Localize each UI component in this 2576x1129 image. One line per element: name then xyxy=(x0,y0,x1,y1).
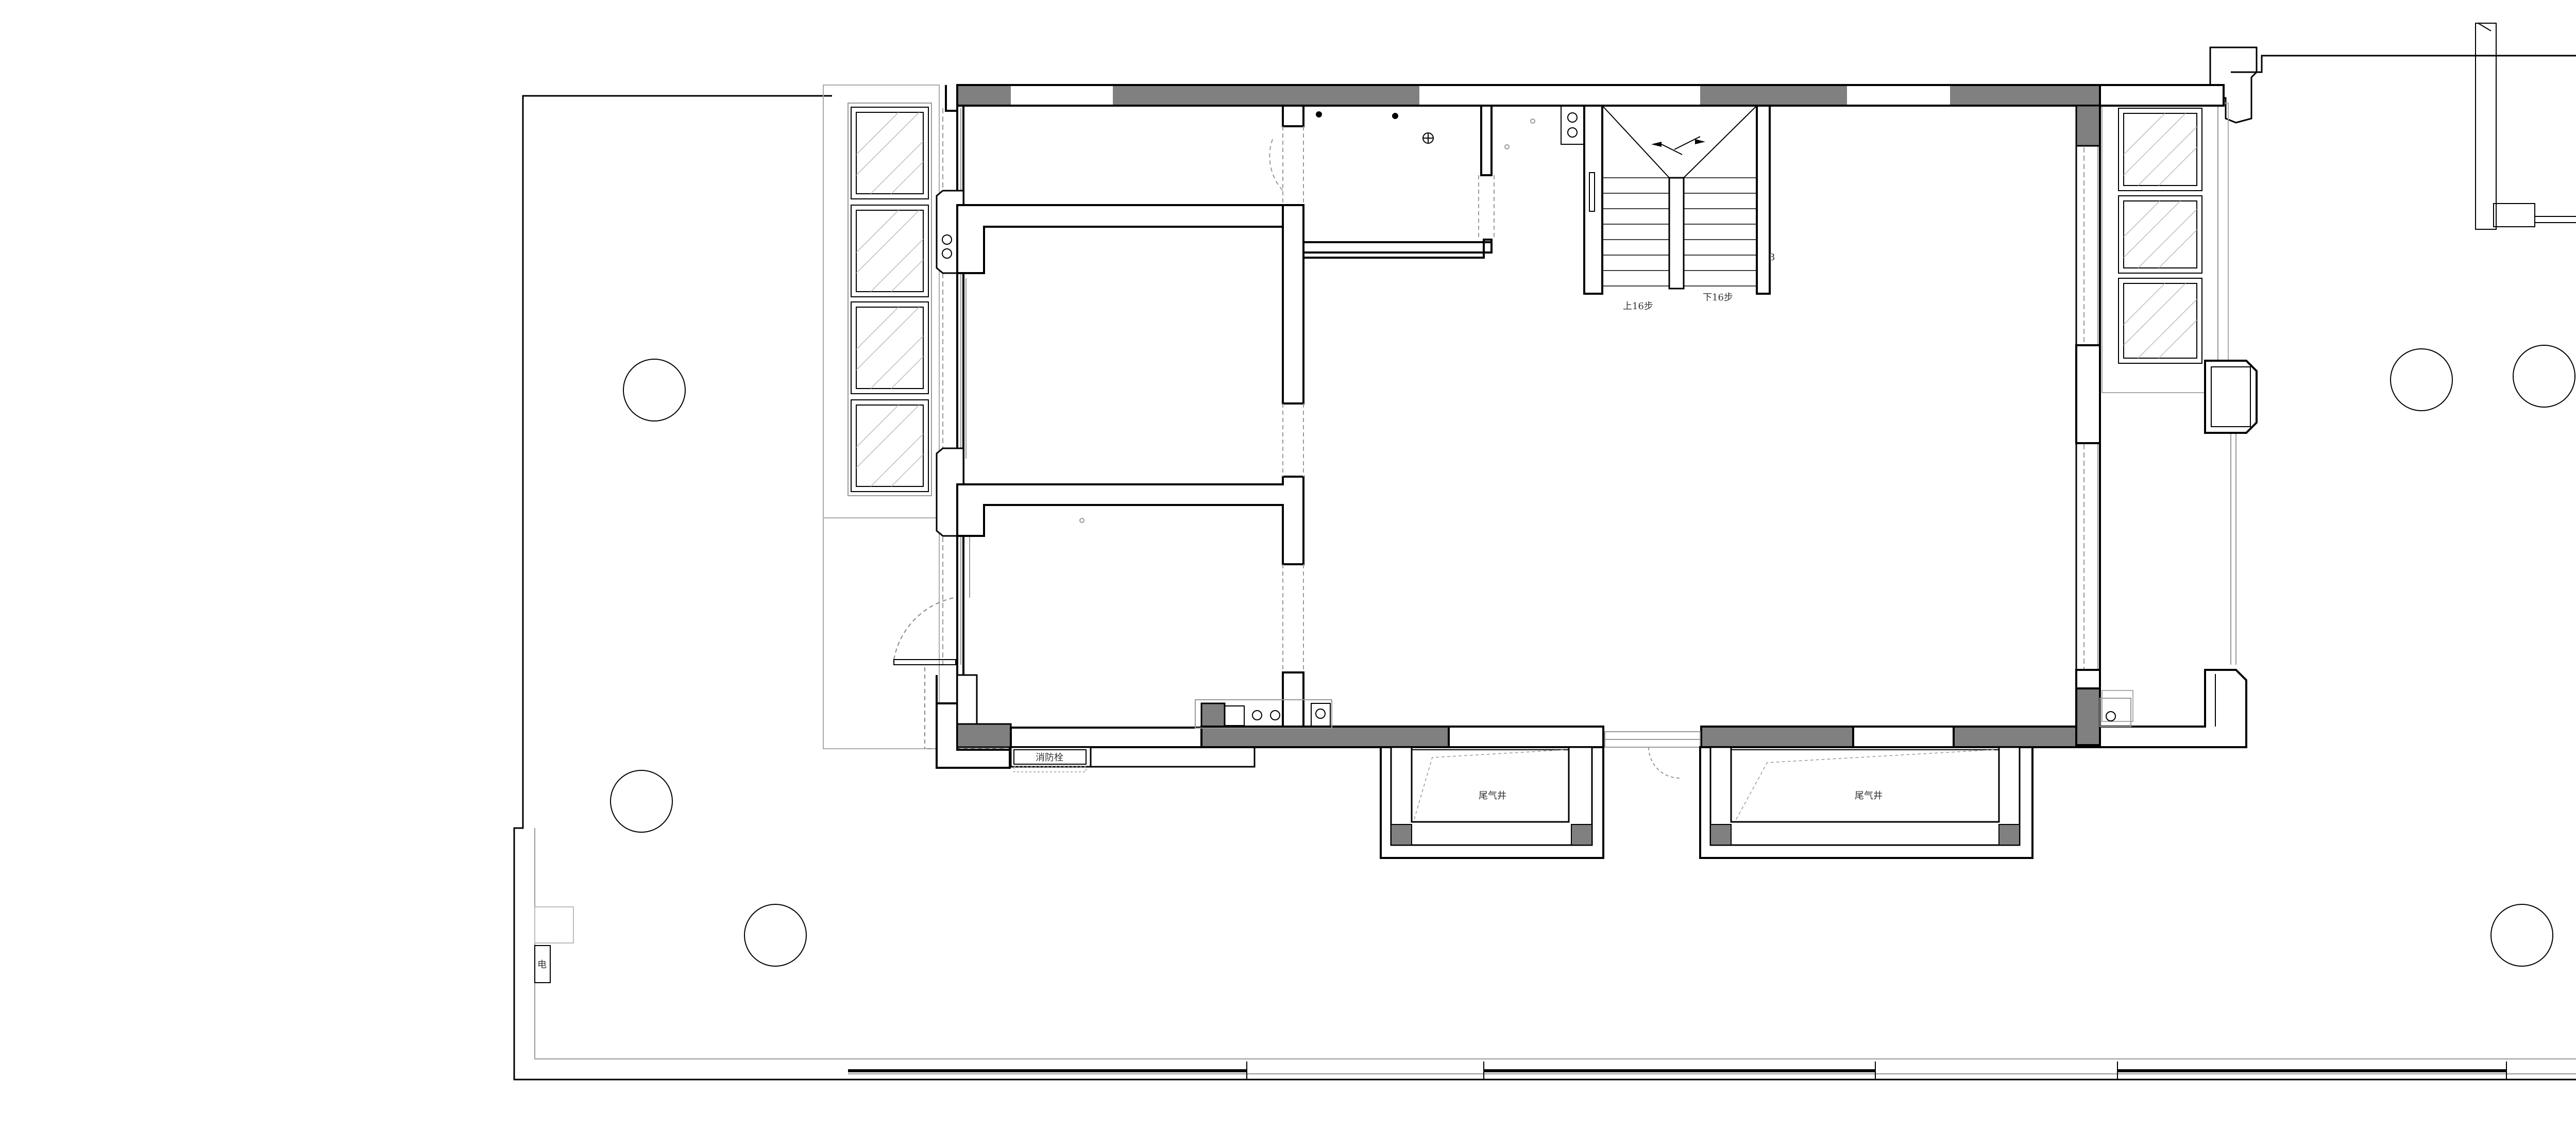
small-fixtures xyxy=(1079,105,1585,523)
partition-upper-center xyxy=(1282,105,1493,176)
stair-mark: B xyxy=(1768,252,1775,263)
partition-upper-left xyxy=(956,204,1493,405)
partition-middle-left xyxy=(956,476,1304,565)
bottom-left-wall xyxy=(936,674,1256,769)
right-wall-detail xyxy=(2211,366,2251,727)
left-wall xyxy=(936,85,1011,769)
exhaust-shaft-right: 尾气井 xyxy=(1699,746,2033,859)
exhaust-shaft-left: 尾气井 xyxy=(1380,746,1604,859)
bottom-fixtures xyxy=(1195,698,2131,779)
top-right-wall xyxy=(2075,84,2225,147)
staircase: 上16步 下16步 B xyxy=(1583,105,1775,312)
site-inner-boundary xyxy=(534,828,2576,1074)
right-skylight-panels xyxy=(2118,108,2202,364)
stair-up-label: 上16步 xyxy=(1623,301,1653,312)
right-wall xyxy=(2075,85,2258,748)
site-boundary xyxy=(513,55,2576,1081)
fire-hydrant-box: 消防栓 xyxy=(1013,749,1087,772)
exhaust-shaft-right-label: 尾气井 xyxy=(1855,790,1883,801)
left-skylight-panels xyxy=(848,103,932,496)
exhaust-shaft-left-label: 尾气井 xyxy=(1479,790,1506,801)
tree-symbols xyxy=(610,345,2575,967)
wall-marker-label: 电 xyxy=(537,959,547,970)
top-wall xyxy=(956,84,2101,107)
bottom-railing-breaks xyxy=(1246,1061,2507,1080)
door-swings-interior xyxy=(1269,126,1495,672)
left-sunroom-outline xyxy=(823,85,940,749)
fire-hydrant-label: 消防栓 xyxy=(1036,752,1063,763)
bottom-wall xyxy=(1200,702,2101,748)
wall-cabinet: 电 xyxy=(534,906,574,983)
stair-down-label: 下16步 xyxy=(1703,292,1733,303)
gate-structure xyxy=(2475,23,2576,230)
